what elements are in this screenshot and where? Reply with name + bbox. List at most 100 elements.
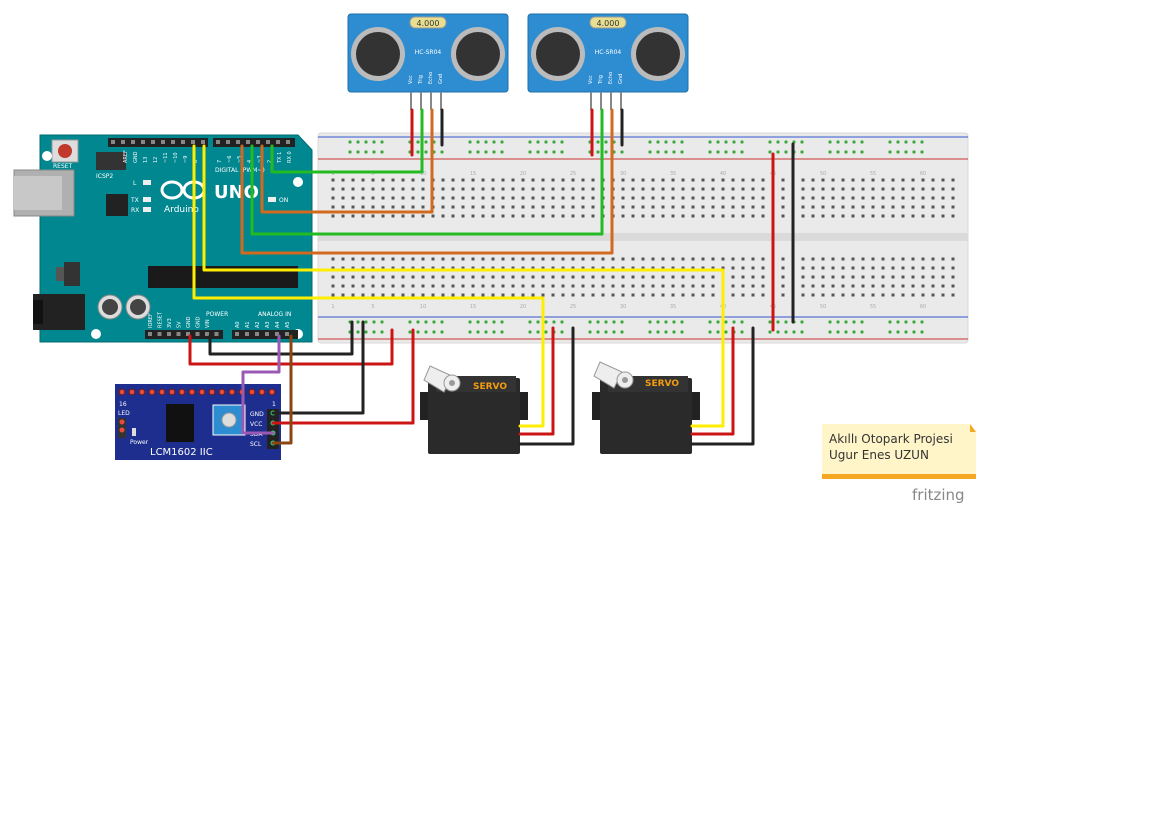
power-pin-label: RESET: [158, 311, 164, 328]
digital-pin-label: AREF: [123, 150, 129, 163]
lcd-model-label: LCM1602 IIC: [150, 447, 213, 458]
digital-pin-label: 7: [217, 160, 223, 163]
wire-lcd-scl-brown: [271, 334, 293, 445]
digital-pin-label: 13: [143, 157, 149, 163]
bb-col-num-top: 15: [470, 171, 476, 177]
bb-col-num-top: 60: [920, 171, 926, 177]
wire-sensor2-trig-green: [250, 108, 604, 236]
digital-label: DIGITAL (PWM~): [215, 167, 265, 174]
sensor-1-model: HC-SR04: [415, 49, 442, 56]
lcd-contrast-pot-icon[interactable]: [221, 412, 237, 428]
sensor-2-pins: Vcc Trig Echo Gnd: [588, 72, 624, 85]
bb-col-num-top: 10: [420, 171, 426, 177]
sensor-2-pin-vcc: Vcc: [588, 75, 594, 84]
power-pin-label: GND: [186, 316, 192, 328]
power-label: POWER: [206, 311, 228, 318]
wire-arduino-gnd-black: [208, 320, 354, 356]
bb-col-num-bottom: 35: [670, 304, 676, 310]
wire-servo2-gnd-black: [690, 326, 755, 446]
bb-col-num-top: 55: [870, 171, 876, 177]
on-led-label: ON: [279, 197, 288, 204]
bb-col-num-bottom: 1: [331, 304, 334, 310]
power-pin-label: 5V: [177, 321, 183, 328]
digital-header-left: [108, 138, 208, 147]
wire-servo1-gnd-black: [518, 326, 575, 446]
project-note: Akıllı Otopark Projesi Ugur Enes UZUN: [822, 424, 976, 479]
sensor-2-crystal: 4.000: [597, 19, 620, 28]
wire-sensor2-echo-orange: [240, 108, 614, 255]
wire-servo1-vcc-red: [518, 326, 555, 436]
bb-col-num-bottom: 15: [470, 304, 476, 310]
reset-label: RESET: [53, 163, 73, 170]
wire-lcd-vcc-red: [271, 328, 415, 425]
sensor-2-pin-trig: Trig: [598, 75, 604, 85]
bb-col-num-top: 5: [371, 171, 374, 177]
digital-pin-label: TX 1: [277, 152, 283, 164]
analog-pin-label: A0: [235, 321, 241, 328]
power-pin-label: VIN: [205, 319, 211, 328]
bb-col-num-bottom: 55: [870, 304, 876, 310]
bb-col-num-bottom: 25: [570, 304, 576, 310]
servo-1-label: SERVO: [473, 382, 507, 392]
lcd-power-label: Power: [130, 439, 149, 446]
bb-col-num-bottom: 50: [820, 304, 826, 310]
servo-2-label: SERVO: [645, 379, 679, 389]
sensor-2-model: HC-SR04: [595, 49, 622, 56]
wire-lcd-gnd-black: [271, 320, 365, 415]
lcd-pin-16-label: 16: [119, 401, 127, 408]
power-pin-label: 3V3: [167, 318, 173, 328]
digital-pin-label: 12: [153, 157, 159, 163]
breadboard-holes: [331, 178, 955, 297]
note-title: Akıllı Otopark Projesi: [829, 432, 953, 446]
lcd-chip: [166, 404, 194, 442]
analog-pin-label: A2: [255, 321, 261, 328]
lcd-pin-vcc: VCC: [250, 421, 262, 428]
wire-sensor1-trig-green: [270, 108, 424, 174]
power-pin-label: IOREF: [148, 313, 154, 328]
analog-pin-label: A3: [265, 321, 271, 328]
lcd-top-pins: [118, 388, 276, 396]
lcd-i2c-module: 16 1 LED Power LCM1602 IIC GND VCC SDA S…: [115, 384, 281, 460]
digital-pin-label: ~3: [257, 156, 263, 163]
rx-label: RX: [131, 207, 139, 214]
bb-col-num-bottom: 60: [920, 304, 926, 310]
bb-col-num-bottom: 5: [371, 304, 374, 310]
breadboard: 1155101015152020252530303535404045455050…: [317, 132, 969, 344]
sensor-1-crystal: 4.000: [417, 19, 440, 28]
bb-col-num-bottom: 30: [620, 304, 626, 310]
digital-pin-label: ~11: [163, 152, 169, 163]
digital-pin-label: RX 0: [287, 151, 293, 163]
power-pin-label: GND: [196, 316, 202, 328]
wire-servo2-signal-yellow: [202, 144, 725, 428]
digital-pin-label: 2: [267, 160, 273, 163]
reset-button-icon[interactable]: [58, 144, 72, 158]
l-led-label: L: [133, 180, 137, 187]
servo-2: SERVO: [592, 361, 700, 454]
bb-col-num-top: 40: [720, 171, 726, 177]
wire-lcd-sda-purple: [241, 334, 281, 435]
arduino-uno: RESET ICSP2 L TX RX ON UNO Arduin: [13, 134, 313, 343]
bb-col-num-bottom: 10: [420, 304, 426, 310]
sensor-1-pin-vcc: Vcc: [408, 75, 414, 84]
fritzing-watermark: fritzing: [912, 486, 965, 504]
digital-pin-label: ~5: [237, 156, 243, 163]
sensor-1-pin-gnd: Gnd: [438, 74, 444, 84]
arduino-pin-holes: [111, 140, 290, 336]
sensor-1-pin-trig: Trig: [418, 75, 424, 85]
arduino-brand: Arduino: [164, 205, 199, 215]
note-author: Ugur Enes UZUN: [829, 448, 929, 462]
lcd-pin-scl: SCL: [250, 441, 262, 448]
bb-col-num-top: 50: [820, 171, 826, 177]
lcd-pin-gnd: GND: [250, 411, 264, 418]
bb-col-num-top: 25: [570, 171, 576, 177]
wire-sensor1-echo-orange: [260, 108, 434, 214]
sensor-2-pin-gnd: Gnd: [618, 74, 624, 84]
servo-2-horn-icon: [593, 361, 623, 389]
sensor-2-pin-echo: Echo: [608, 72, 614, 84]
digital-pin-label: ~9: [183, 156, 189, 163]
bb-col-num-top: 20: [520, 171, 526, 177]
wire-servo1-signal-yellow: [192, 144, 545, 428]
